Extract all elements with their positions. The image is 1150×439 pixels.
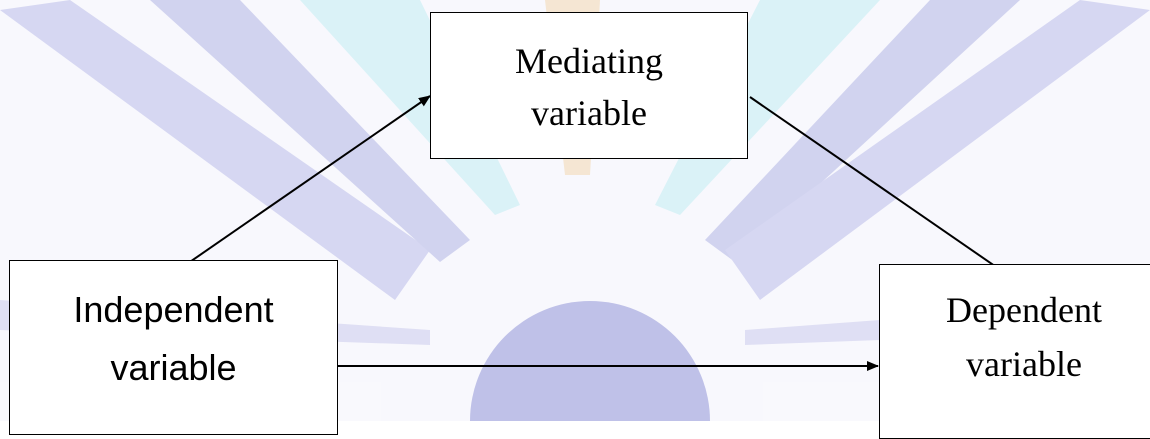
independent-variable-label-line1: Independent xyxy=(73,289,274,330)
dependent-variable-label-line2: variable xyxy=(966,344,1082,384)
mediating-variable-node: Mediating variable xyxy=(430,12,748,159)
watermark-semicircle xyxy=(470,301,710,421)
diagram-arrows xyxy=(157,95,1019,371)
arrow-mediating-to-dependent xyxy=(749,96,1019,283)
dependent-variable-label-line1: Dependent xyxy=(946,290,1102,330)
watermark-ray-right-mid xyxy=(705,0,1020,262)
watermark-ray-left-mid xyxy=(150,0,470,262)
dependent-variable-node: Dependent variable xyxy=(879,264,1150,439)
independent-variable-node: Independent variable xyxy=(9,260,338,435)
arrow-independent-to-mediating xyxy=(157,95,431,285)
mediating-variable-label-line1: Mediating xyxy=(515,41,663,81)
watermark-ray-left-cyan xyxy=(300,0,520,215)
watermark-ray-right-cyan xyxy=(655,0,880,215)
watermark-ray-right-outer xyxy=(725,0,1150,300)
mediating-variable-label-line2: variable xyxy=(531,93,647,133)
watermark-ray-left-outer xyxy=(0,0,430,300)
independent-variable-label-line2: variable xyxy=(110,347,237,388)
